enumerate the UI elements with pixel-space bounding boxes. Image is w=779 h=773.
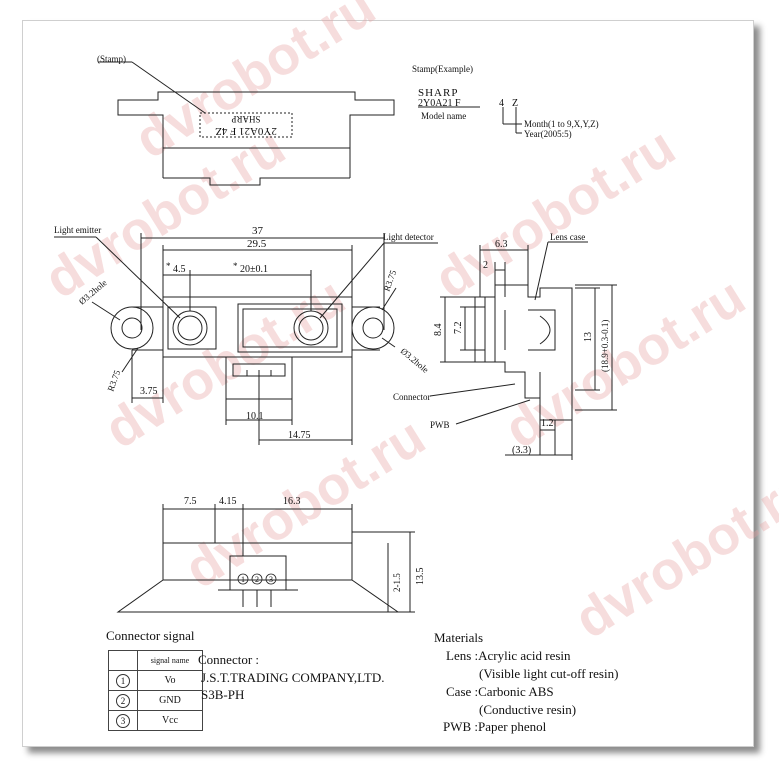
table-cell: 1 (108, 670, 138, 691)
connector-signal-table: signal name 1 Vo 2 GND 3 Vcc (108, 650, 203, 731)
light-detector-label: Light detector (383, 232, 434, 242)
dim-1-2: 1.2 (541, 418, 554, 429)
pin-3: 3 (269, 575, 273, 584)
drawing-sheet (22, 20, 754, 747)
dim-20: 20±0.1 (240, 264, 268, 275)
dim-6-3: 6.3 (495, 239, 508, 250)
digit-year: 4 (499, 98, 504, 109)
dim-14-75: 14.75 (288, 430, 311, 441)
table-row: 2 GND (108, 690, 203, 711)
brand-text: SHARP (418, 87, 458, 99)
watermarks: dvrobot.ru dvrobot.ru dvrobot.ru dvrobot… (35, 0, 779, 650)
stamp-line-2: 2Y0A21 F 4Z (215, 125, 277, 137)
table-row: 1 Vo (108, 670, 203, 691)
digit-month: Z (512, 98, 518, 109)
stamp-line-1: SHARP (231, 114, 260, 124)
table-cell: 3 (108, 710, 138, 731)
pin-1: 1 (241, 575, 245, 584)
connector-company: J.S.T.TRADING COMPANY,LTD. (201, 670, 385, 685)
model-name-label: Model name (421, 111, 466, 121)
watermark-2: dvrobot.ru (425, 116, 686, 310)
signal-name-2: GND (137, 690, 203, 711)
signal-name-3: Vcc (137, 710, 203, 731)
dim-29-5: 29.5 (247, 238, 267, 250)
year-label: Year(2005:5) (524, 129, 572, 139)
light-emitter-label: Light emitter (54, 225, 101, 235)
dim-3-3: (3.3) (512, 445, 531, 456)
dim-7-2: 7.2 (453, 322, 464, 335)
dim-18-9: (18.9+0.3-0.1) (600, 320, 610, 372)
side-view (429, 241, 617, 460)
table-cell: 2 (108, 690, 138, 711)
r-left-label: R3.75 (105, 368, 122, 392)
model-code: 2Y0A21 F (418, 98, 461, 109)
materials-title: Materials (434, 630, 484, 645)
dim-8-4: 8.4 (433, 324, 444, 337)
materials-line-3: Case :Carbonic ABS (446, 684, 554, 699)
signal-num-2: 2 (116, 693, 130, 708)
star-1: * (166, 261, 171, 271)
lens-case-label: Lens case (550, 232, 585, 242)
dim-10-1: 10.1 (246, 411, 264, 422)
pwb-label: PWB (430, 420, 450, 430)
materials-line-2: (Visible light cut-off resin) (479, 666, 619, 681)
materials-line-4: (Conductive resin) (479, 702, 577, 717)
top-view (98, 61, 395, 186)
table-row: signal name (108, 650, 203, 671)
dim-13: 13 (583, 332, 594, 342)
materials-line-1: Lens :Acrylic acid resin (446, 648, 571, 663)
stamp-example-label: Stamp(Example) (412, 64, 473, 74)
dim-7-5: 7.5 (184, 496, 197, 507)
dim-3-75: 3.75 (140, 386, 158, 397)
connector-signal-title: Connector signal (106, 628, 195, 643)
materials-line-5: PWB :Paper phenol (443, 719, 547, 734)
stamp-text: 2Y0A21 F 4Z SHARP (215, 114, 277, 137)
dim-37: 37 (252, 225, 264, 237)
bottom-view (116, 504, 415, 613)
watermark-6: dvrobot.ru (565, 456, 779, 650)
table-row: 3 Vcc (108, 710, 203, 731)
stamp-label: (Stamp) (97, 54, 126, 64)
hole-right-label: Ø3.2hole (399, 346, 431, 375)
dim-2: 2 (483, 260, 488, 271)
dim-4-15: 4.15 (219, 496, 237, 507)
signal-num-1: 1 (116, 673, 130, 688)
signal-num-3: 3 (116, 713, 130, 728)
dim-2-1-5: 2-1.5 (392, 573, 402, 592)
table-header: signal name (137, 650, 203, 671)
dim-16-3: 16.3 (283, 496, 301, 507)
month-label: Month(1 to 9,X,Y,Z) (524, 119, 599, 129)
connector-label: Connector (393, 392, 431, 402)
connector-part: S3B-PH (201, 687, 245, 702)
star-2: * (233, 261, 238, 271)
dim-13-5: 13.5 (415, 568, 426, 586)
signal-name-1: Vo (137, 670, 203, 691)
connector-label-text: Connector : (198, 652, 260, 667)
watermark-4: dvrobot.ru (495, 266, 756, 460)
watermark-3: dvrobot.ru (95, 266, 356, 460)
dim-4-5: 4.5 (173, 264, 186, 275)
table-cell (108, 650, 138, 671)
pin-numbers (237, 573, 277, 585)
front-view (54, 233, 438, 445)
stamp-example (418, 106, 522, 134)
pin-2: 2 (255, 575, 259, 584)
